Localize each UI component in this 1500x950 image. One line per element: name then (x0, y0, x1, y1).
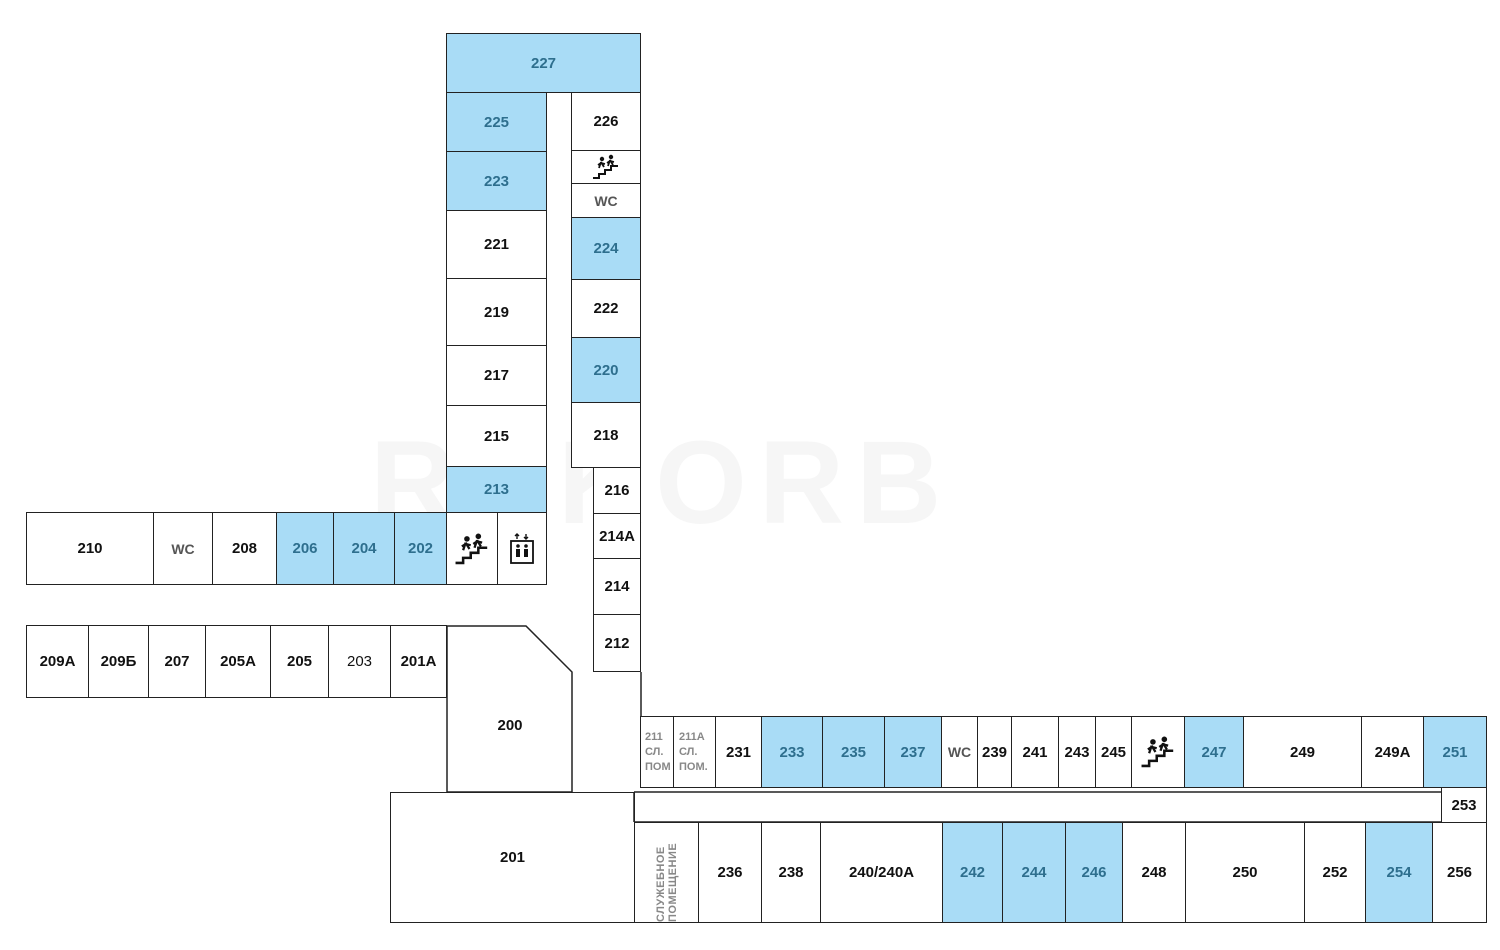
room-206[interactable]: 206 (276, 512, 334, 585)
stairs-icon[interactable] (571, 150, 641, 184)
room-214A[interactable]: 214A (593, 513, 641, 559)
elevator-icon[interactable] (497, 512, 547, 585)
room-210[interactable]: 210 (26, 512, 154, 585)
room-249A[interactable]: 249A (1361, 716, 1424, 788)
room-217[interactable]: 217 (446, 345, 547, 406)
room-219[interactable]: 219 (446, 278, 547, 346)
room-223[interactable]: 223 (446, 151, 547, 211)
stairs-icon[interactable] (1131, 716, 1185, 788)
room-222[interactable]: 222 (571, 279, 641, 338)
room-211A-line2: СЛ. (679, 745, 698, 758)
stairs-icon (455, 533, 488, 564)
room-225[interactable]: 225 (446, 92, 547, 152)
room-service[interactable]: СЛУЖЕБНОЕ ПОМЕЩЕНИЕ (634, 822, 699, 923)
room-211-line3: ПОМ (645, 760, 671, 773)
room-244[interactable]: 244 (1002, 822, 1066, 923)
room-249[interactable]: 249 (1243, 716, 1362, 788)
room-211-number: 211 (645, 730, 663, 743)
room-205[interactable]: 205 (270, 625, 329, 698)
room-236[interactable]: 236 (698, 822, 762, 923)
room-238[interactable]: 238 (761, 822, 821, 923)
room-250[interactable]: 250 (1185, 822, 1305, 923)
room-253[interactable]: 253 (1441, 787, 1487, 823)
room-205A[interactable]: 205A (205, 625, 271, 698)
room-240[interactable]: 240/240A (820, 822, 943, 923)
room-247[interactable]: 247 (1184, 716, 1244, 788)
wc-right[interactable]: WC (941, 716, 978, 788)
wc-top[interactable]: WC (571, 183, 641, 218)
room-214[interactable]: 214 (593, 558, 641, 615)
room-233[interactable]: 233 (761, 716, 823, 788)
elevator-icon (510, 532, 534, 564)
room-226[interactable]: 226 (571, 92, 641, 151)
room-211A-number: 211А (679, 730, 705, 743)
room-211[interactable]: 211 СЛ. ПОМ (640, 716, 674, 788)
room-211A-line3: ПОМ. (679, 760, 708, 773)
room-256[interactable]: 256 (1432, 822, 1487, 923)
room-209B[interactable]: 209Б (88, 625, 149, 698)
room-245[interactable]: 245 (1095, 716, 1132, 788)
room-242[interactable]: 242 (942, 822, 1003, 923)
room-248[interactable]: 248 (1122, 822, 1186, 923)
room-207[interactable]: 207 (148, 625, 206, 698)
room-252[interactable]: 252 (1304, 822, 1366, 923)
room-220[interactable]: 220 (571, 337, 641, 403)
wc-left[interactable]: WC (153, 512, 213, 585)
room-215[interactable]: 215 (446, 405, 547, 467)
room-201A[interactable]: 201A (390, 625, 447, 698)
room-208[interactable]: 208 (212, 512, 277, 585)
room-224[interactable]: 224 (571, 217, 641, 280)
room-221[interactable]: 221 (446, 210, 547, 279)
room-204[interactable]: 204 (333, 512, 395, 585)
room-200-shape[interactable] (445, 624, 576, 794)
room-200[interactable]: 200 (497, 716, 523, 734)
room-211-line2: СЛ. (645, 745, 664, 758)
room-203[interactable]: 203 (328, 625, 391, 698)
stairs-icon (593, 154, 618, 179)
room-237[interactable]: 237 (884, 716, 942, 788)
room-231[interactable]: 231 (715, 716, 762, 788)
room-201[interactable]: 201 (390, 792, 635, 923)
stairs-icon[interactable] (446, 512, 498, 585)
room-251[interactable]: 251 (1423, 716, 1487, 788)
room-211A[interactable]: 211А СЛ. ПОМ. (673, 716, 716, 788)
room-243[interactable]: 243 (1058, 716, 1096, 788)
room-202[interactable]: 202 (394, 512, 447, 585)
stairs-icon (1141, 736, 1174, 768)
room-213[interactable]: 213 (446, 466, 547, 513)
room-246[interactable]: 246 (1065, 822, 1123, 923)
room-209A[interactable]: 209A (26, 625, 89, 698)
room-227[interactable]: 227 (446, 33, 641, 93)
room-241[interactable]: 241 (1011, 716, 1059, 788)
room-218[interactable]: 218 (571, 402, 641, 468)
service-room-label: СЛУЖЕБНОЕ ПОМЕЩЕНИЕ (654, 842, 679, 922)
room-239[interactable]: 239 (977, 716, 1012, 788)
room-254[interactable]: 254 (1365, 822, 1433, 923)
room-212[interactable]: 212 (593, 614, 641, 672)
room-216[interactable]: 216 (593, 467, 641, 514)
room-235[interactable]: 235 (822, 716, 885, 788)
